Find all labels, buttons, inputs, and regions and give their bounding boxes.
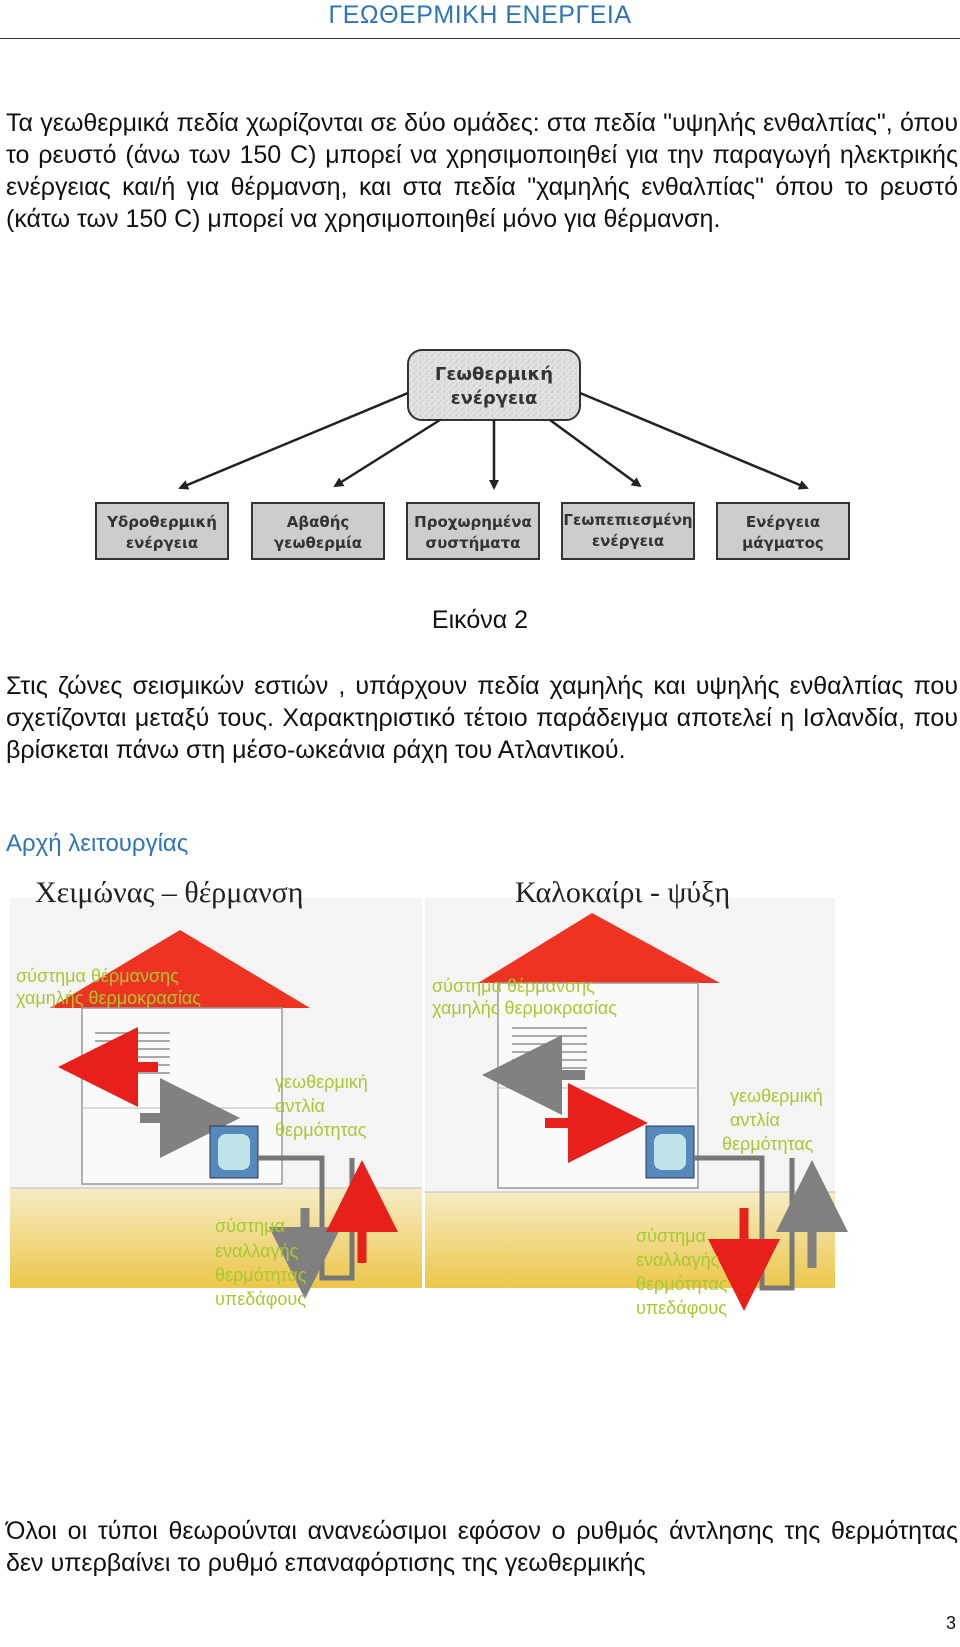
summer-exchange-line2: εναλλαγής <box>636 1250 720 1270</box>
winter-pump-line2: αντλία <box>275 1096 325 1116</box>
child-5-line2: μάγματος <box>742 534 824 552</box>
summer-title: Καλοκαίρι - ψύξη <box>515 876 730 909</box>
winter-pump-line3: θερμότητας <box>275 1120 367 1140</box>
summer-roof <box>478 913 720 983</box>
summer-panel: Καλοκαίρι - ψύξη σύστημα θέρμανσης χαμηλ… <box>425 876 848 1318</box>
winter-system-line2: χαμηλής θερμοκρασίας <box>16 988 201 1008</box>
winter-title: Χειμώνας – θέρμανση <box>35 876 304 909</box>
child-5-line1: Ενέργεια <box>746 513 820 531</box>
winter-exchange-line2: εναλλαγής <box>215 1241 299 1261</box>
arrow-to-shallow <box>333 418 441 488</box>
child-4-line2: ενέργεια <box>592 532 664 550</box>
header-title: ΓΕΩΘΕΡΜΙΚΗ ΕΝΕΡΓΕΙΑ <box>328 1 632 29</box>
child-1-line1: Υδροθερμική <box>106 513 217 531</box>
summer-exchange-line4: υπεδάφους <box>636 1298 727 1318</box>
heat-pump-illustration: Χειμώνας – θέρμανση σύστημα θέρμανσης χα… <box>10 876 848 1318</box>
winter-exchange-line1: σύστημα <box>215 1216 285 1236</box>
child-1-line2: ενέργεια <box>126 534 198 552</box>
summer-exchange-line1: σύστημα <box>636 1226 706 1246</box>
diagram-child-magma: Ενέργεια μάγματος <box>716 502 850 560</box>
summer-ground <box>425 1192 835 1288</box>
winter-exchange-line3: θερμότητας <box>215 1265 307 1285</box>
paragraph-enthalpy-fields: Τα γεωθερμικά πεδία χωρίζονται σε δύο ομ… <box>6 109 958 233</box>
arrow-to-magma <box>579 391 809 490</box>
arrow-to-hydrothermal <box>178 391 409 490</box>
winter-panel: Χειμώνας – θέρμανση σύστημα θέρμανσης χα… <box>10 876 422 1309</box>
diagram-arrows <box>178 391 809 490</box>
child-3-line2: συστήματα <box>426 534 521 552</box>
paragraph-renewable: Όλοι οι τύποι θεωρούνται ανανεώσιμοι εφό… <box>6 1517 958 1577</box>
page-number: 3 <box>945 1613 956 1633</box>
diagram-child-geopressured: Γεωπεπιεσμένη ενέργεια <box>561 502 695 560</box>
diagram-child-shallow: Αβαθής γεωθερμία <box>251 502 385 560</box>
page-header: ΓΕΩΘΕΡΜΙΚΗ ΕΝΕΡΓΕΙΑ <box>0 0 960 39</box>
winter-exchange-line4: υπεδάφους <box>215 1289 306 1309</box>
winter-pump-line1: γεωθερμική <box>275 1072 368 1092</box>
summer-pump-line1: γεωθερμική <box>730 1086 823 1106</box>
child-2-line2: γεωθερμία <box>274 534 362 552</box>
summer-pump-line2: αντλία <box>730 1110 780 1130</box>
summer-exchange-line3: θερμότητας <box>636 1274 728 1294</box>
geothermal-types-diagram: Γεωθερμική ενέργεια Υδροθερμική ενέργεια… <box>95 349 850 560</box>
child-2-line1: Αβαθής <box>287 513 350 531</box>
arrow-to-geopressured <box>549 418 642 488</box>
summer-system-line1: σύστημα θέρμανσης <box>432 976 595 996</box>
summer-pump-line3: θερμότητας <box>722 1134 814 1154</box>
section-subheading: Αρχή λειτουργίας <box>6 830 189 857</box>
winter-roof <box>50 930 310 1008</box>
diagram-child-hydrothermal: Υδροθερμική ενέργεια <box>95 502 229 560</box>
diagram-child-advanced: Προχωρημένα συστήματα <box>406 502 540 560</box>
figure-caption: Εικόνα 2 <box>431 606 529 634</box>
root-node-line1: Γεωθερμική <box>435 364 553 385</box>
paragraph-seismic-zones: Στις ζώνες σεισμικών εστιών , υπάρχουν π… <box>6 672 958 764</box>
child-3-line1: Προχωρημένα <box>414 513 532 531</box>
child-4-line1: Γεωπεπιεσμένη <box>563 511 692 529</box>
summer-system-line2: χαμηλής θερμοκρασίας <box>432 998 617 1018</box>
winter-system-line1: σύστημα θέρμανσης <box>16 966 179 986</box>
diagram-root-node: Γεωθερμική ενέργεια <box>407 349 581 421</box>
root-node-line2: ενέργεια <box>451 388 538 409</box>
